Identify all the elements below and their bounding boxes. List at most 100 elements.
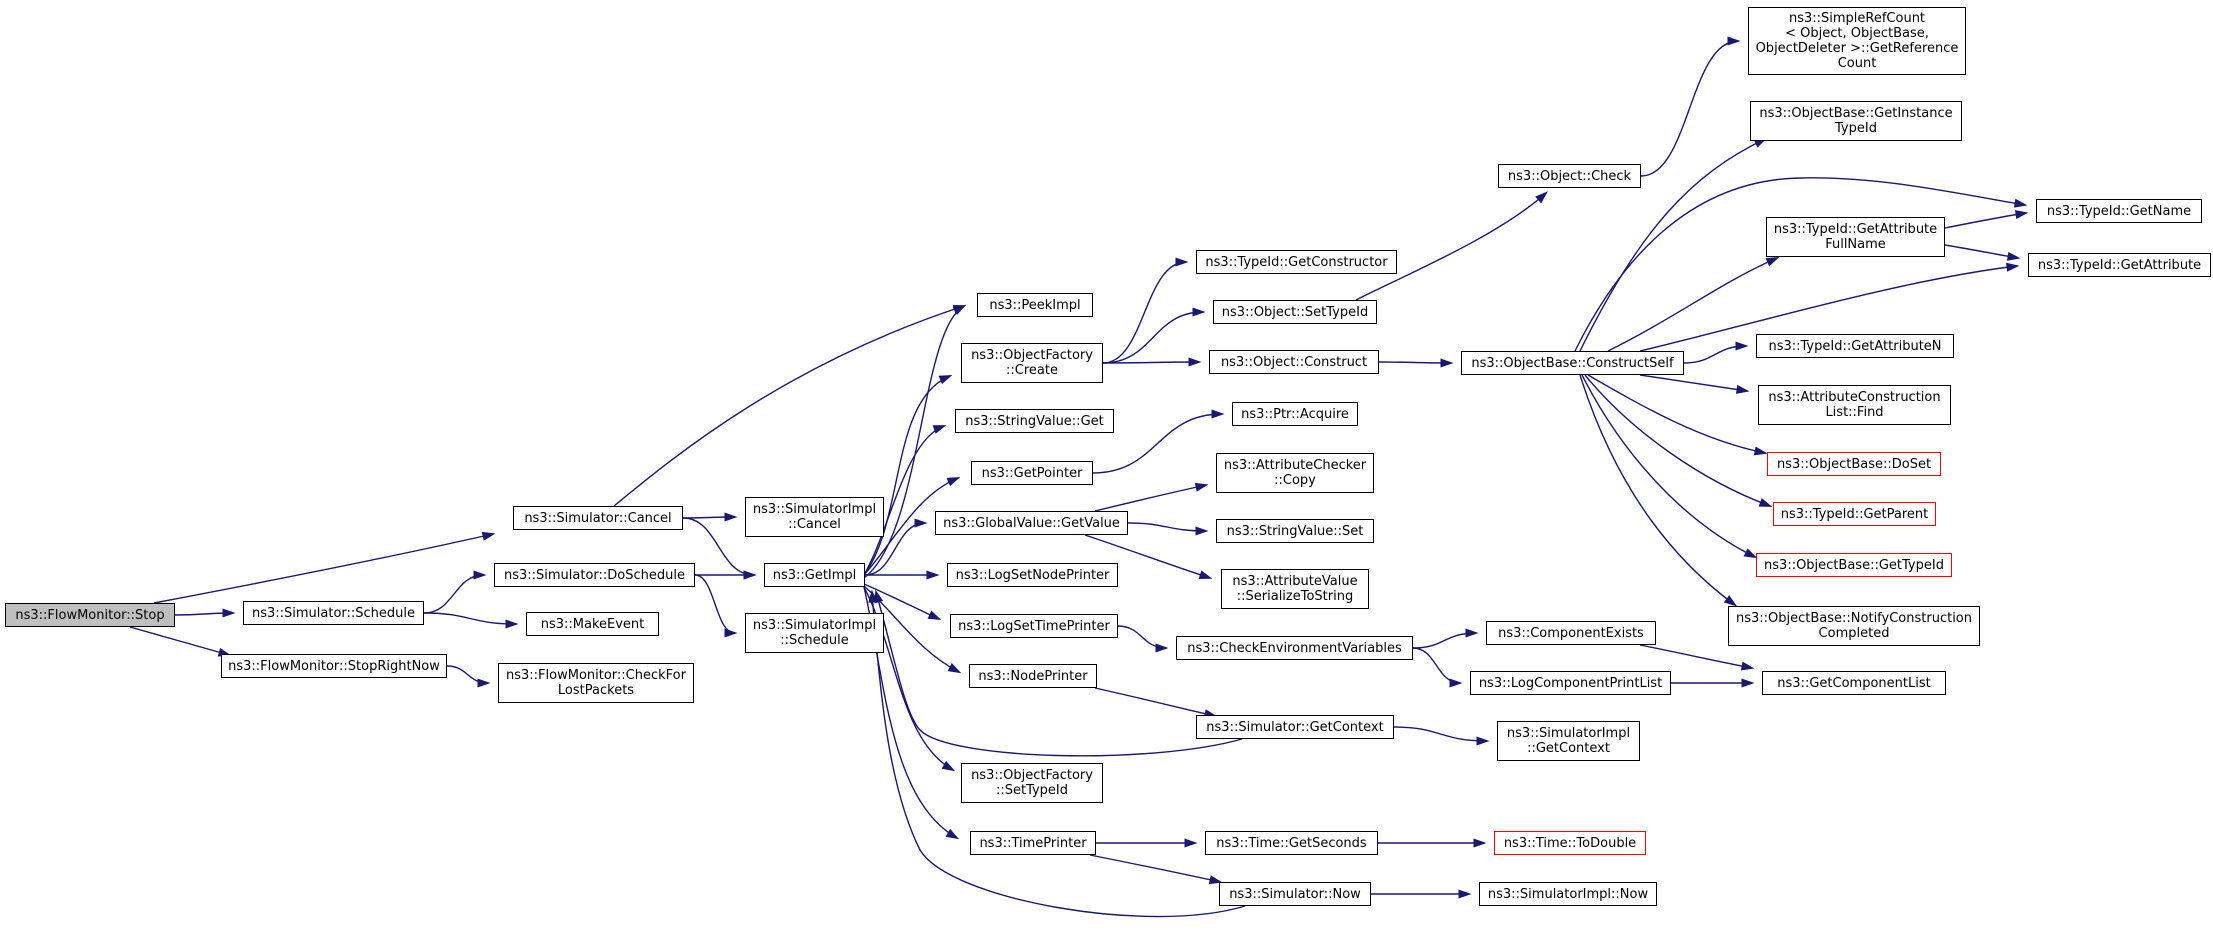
node-object-check[interactable]: ns3::Object::Check	[1498, 164, 1641, 188]
arrowhead	[2013, 198, 2028, 208]
call-edge-line	[1944, 244, 2019, 259]
node-simulator-cancel[interactable]: ns3::Simulator::Cancel	[513, 506, 683, 530]
node-label: ::Schedule	[780, 633, 849, 648]
call-edge-line	[1639, 644, 1753, 669]
node-componentexists[interactable]: ns3::ComponentExists	[1486, 621, 1656, 645]
call-edge	[863, 304, 967, 579]
node-time-getseconds[interactable]: ns3::Time::GetSeconds	[1205, 831, 1378, 855]
node-label: < Object, ObjectBase,	[1785, 26, 1929, 41]
node-label: ns3::ObjectFactory	[971, 768, 1093, 783]
call-edge	[613, 304, 967, 507]
node-typeid-getparent[interactable]: ns3::TypeId::GetParent	[1773, 502, 1936, 526]
node-simulatorimpl-getcontext[interactable]: ns3::SimulatorImpl::GetContext	[1497, 721, 1640, 761]
call-edge	[865, 570, 940, 580]
node-label: ns3::ObjectBase::ConstructSelf	[1471, 355, 1674, 371]
call-edge	[1393, 726, 1490, 746]
node-peekimpl[interactable]: ns3::PeekImpl	[977, 293, 1093, 317]
arrowhead	[2006, 262, 2020, 272]
node-label: ::SetTypeId	[995, 783, 1069, 798]
node-attributechecker-copy[interactable]: ns3::AttributeChecker::Copy	[1216, 453, 1374, 493]
node-objectfactory-settypeid[interactable]: ns3::ObjectFactory::SetTypeId	[961, 763, 1103, 803]
call-edge-line	[863, 305, 965, 579]
call-edge	[1102, 357, 1202, 367]
node-simulator-schedule[interactable]: ns3::Simulator::Schedule	[243, 601, 424, 625]
call-edge-line	[875, 591, 1243, 757]
call-edge-line	[1579, 138, 1766, 352]
node-makeevent[interactable]: ns3::MakeEvent	[526, 612, 659, 636]
call-edge-line	[1574, 177, 2026, 352]
node-objectbase-constructself[interactable]: ns3::ObjectBase::ConstructSelf	[1461, 351, 1684, 375]
node-label: ns3::AttributeChecker	[1223, 458, 1367, 473]
call-edge	[1412, 628, 1479, 649]
node-logcomponentprintlist[interactable]: ns3::LogComponentPrintList	[1470, 671, 1671, 695]
call-edge	[694, 574, 738, 638]
node-object-construct[interactable]: ns3::Object::Construct	[1209, 350, 1379, 374]
node-stringvalue-get[interactable]: ns3::StringValue::Get	[955, 409, 1114, 433]
call-edge	[1412, 647, 1463, 688]
call-edge	[423, 570, 487, 614]
node-stringvalue-set[interactable]: ns3::StringValue::Set	[1216, 519, 1374, 543]
node-label: ns3::TypeId::GetParent	[1780, 506, 1929, 522]
node-objectbase-doset[interactable]: ns3::ObjectBase::DoSet	[1767, 452, 1941, 476]
arrowhead	[1184, 838, 1198, 848]
node-simulator-getcontext[interactable]: ns3::Simulator::GetContext	[1196, 715, 1394, 739]
node-typeid-getconstructor[interactable]: ns3::TypeId::GetConstructor	[1196, 250, 1397, 274]
node-attributevalue-serializetostring[interactable]: ns3::AttributeValue::SerializeToString	[1221, 569, 1369, 609]
node-logsettimeprinter[interactable]: ns3::LogSetTimePrinter	[950, 614, 1118, 638]
node-label: ns3::GetPointer	[981, 465, 1083, 481]
node-objectfactory-create[interactable]: ns3::ObjectFactory::Create	[961, 343, 1103, 383]
arrowhead	[941, 760, 956, 772]
node-getcomponentlist[interactable]: ns3::GetComponentList	[1762, 671, 1946, 695]
node-label: ns3::MakeEvent	[540, 616, 645, 632]
arrowhead	[1194, 482, 1209, 492]
arrowhead	[1449, 678, 1463, 688]
node-label: ns3::TypeId::GetConstructor	[1205, 254, 1388, 270]
call-edge-line	[1084, 534, 1211, 579]
node-timeprinter[interactable]: ns3::TimePrinter	[970, 831, 1096, 855]
node-ptr-acquire[interactable]: ns3::Ptr::Acquire	[1232, 402, 1358, 426]
call-edge	[1117, 625, 1169, 653]
call-edge	[1089, 854, 1223, 885]
node-label: ns3::AttributeValue	[1232, 574, 1358, 589]
call-edge	[1944, 210, 2029, 229]
node-label: ns3::SimpleRefCount	[1788, 11, 1926, 26]
node-getpointer[interactable]: ns3::GetPointer	[971, 461, 1093, 485]
node-label: ns3::AttributeConstruction	[1768, 390, 1941, 405]
node-typeid-getattributen[interactable]: ns3::TypeId::GetAttributeN	[1756, 334, 1954, 358]
node-simulator-now[interactable]: ns3::Simulator::Now	[1219, 882, 1371, 906]
node-object-settypeid[interactable]: ns3::Object::SetTypeId	[1213, 300, 1377, 324]
node-typeid-getname[interactable]: ns3::TypeId::GetName	[2036, 199, 2202, 223]
arrowhead	[1741, 678, 1755, 688]
node-simplerefcount-getreferencecount[interactable]: ns3::SimpleRefCount< Object, ObjectBase,…	[1748, 7, 1966, 75]
node-simulator-doschedule[interactable]: ns3::Simulator::DoSchedule	[494, 563, 695, 587]
node-checkenvironmentvariables[interactable]: ns3::CheckEnvironmentVariables	[1176, 636, 1413, 660]
node-typeid-getattribute[interactable]: ns3::TypeId::GetAttribute	[2028, 253, 2211, 277]
node-flowmonitor-stop: ns3::FlowMonitor::Stop	[5, 603, 175, 627]
node-simulatorimpl-cancel[interactable]: ns3::SimulatorImpl::Cancel	[745, 497, 884, 537]
node-simulatorimpl-now[interactable]: ns3::SimulatorImpl::Now	[1479, 882, 1657, 906]
node-getimpl[interactable]: ns3::GetImpl	[764, 563, 865, 587]
call-edge-line	[1607, 257, 1778, 352]
node-flowmonitor-stoprightnow[interactable]: ns3::FlowMonitor::StopRightNow	[221, 654, 447, 678]
node-objectbase-gettypeid[interactable]: ns3::ObjectBase::GetTypeId	[1756, 553, 1952, 577]
call-edge	[1092, 409, 1225, 474]
arrowhead	[1535, 191, 1548, 204]
node-nodeprinter[interactable]: ns3::NodePrinter	[969, 664, 1097, 688]
arrowhead	[2006, 251, 2021, 261]
arrowhead	[1740, 661, 1755, 671]
node-simulatorimpl-schedule[interactable]: ns3::SimulatorImpl::Schedule	[745, 613, 884, 653]
call-edge-line	[863, 477, 959, 576]
node-logsetnodeprinter[interactable]: ns3::LogSetNodePrinter	[947, 563, 1118, 587]
node-label: ns3::ObjectFactory	[971, 348, 1093, 363]
node-globalvalue-getvalue[interactable]: ns3::GlobalValue::GetValue	[935, 511, 1128, 535]
call-edge-line	[613, 305, 965, 507]
node-time-todouble[interactable]: ns3::Time::ToDouble	[1494, 831, 1646, 855]
call-edge	[1640, 36, 1741, 177]
node-label: ns3::SimulatorImpl	[752, 618, 877, 633]
call-edge-line	[1581, 374, 1756, 558]
